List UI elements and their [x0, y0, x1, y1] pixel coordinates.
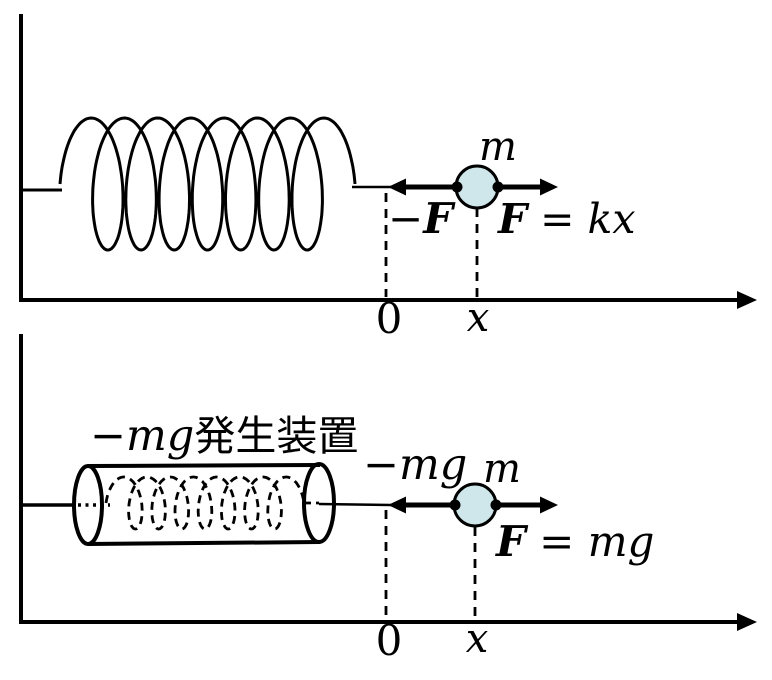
hidden-spring-coil [104, 475, 306, 531]
left-attach-dot [449, 499, 461, 511]
x-axis-arrowhead-icon [737, 613, 757, 631]
mass-label: m [479, 124, 517, 170]
device-to-mass-rod [318, 502, 392, 507]
right-attach-dot [490, 499, 502, 511]
right-force-arrowhead-icon [540, 178, 558, 196]
left-attach-dot [451, 181, 463, 193]
cylinder-bottom-line [87, 540, 321, 546]
right-force-label: F = mg [495, 517, 654, 566]
spring-coil [58, 116, 357, 252]
device-label: −mg発生装置 [90, 411, 358, 461]
x-axis-arrowhead-icon [737, 291, 757, 309]
left-force-label: −F [388, 194, 456, 243]
position-label: x [467, 295, 490, 341]
left-force-arrowhead-icon [388, 178, 406, 196]
origin-label: 0 [376, 616, 403, 665]
top-diagram: m −F F = kx 0 x [19, 14, 757, 343]
right-force-arrowhead-icon [540, 496, 558, 514]
bottom-diagram: −mg発生装置 −mg m F = mg 0 x [19, 334, 757, 665]
cylinder-top-line [87, 463, 321, 468]
position-label: x [466, 616, 489, 662]
right-force-label: F = kx [497, 195, 636, 243]
left-force-label: −mg [363, 440, 467, 490]
left-force-arrowhead-icon [388, 496, 406, 514]
origin-label: 0 [376, 294, 403, 343]
mass-label: m [483, 446, 521, 492]
right-attach-dot [492, 181, 504, 193]
